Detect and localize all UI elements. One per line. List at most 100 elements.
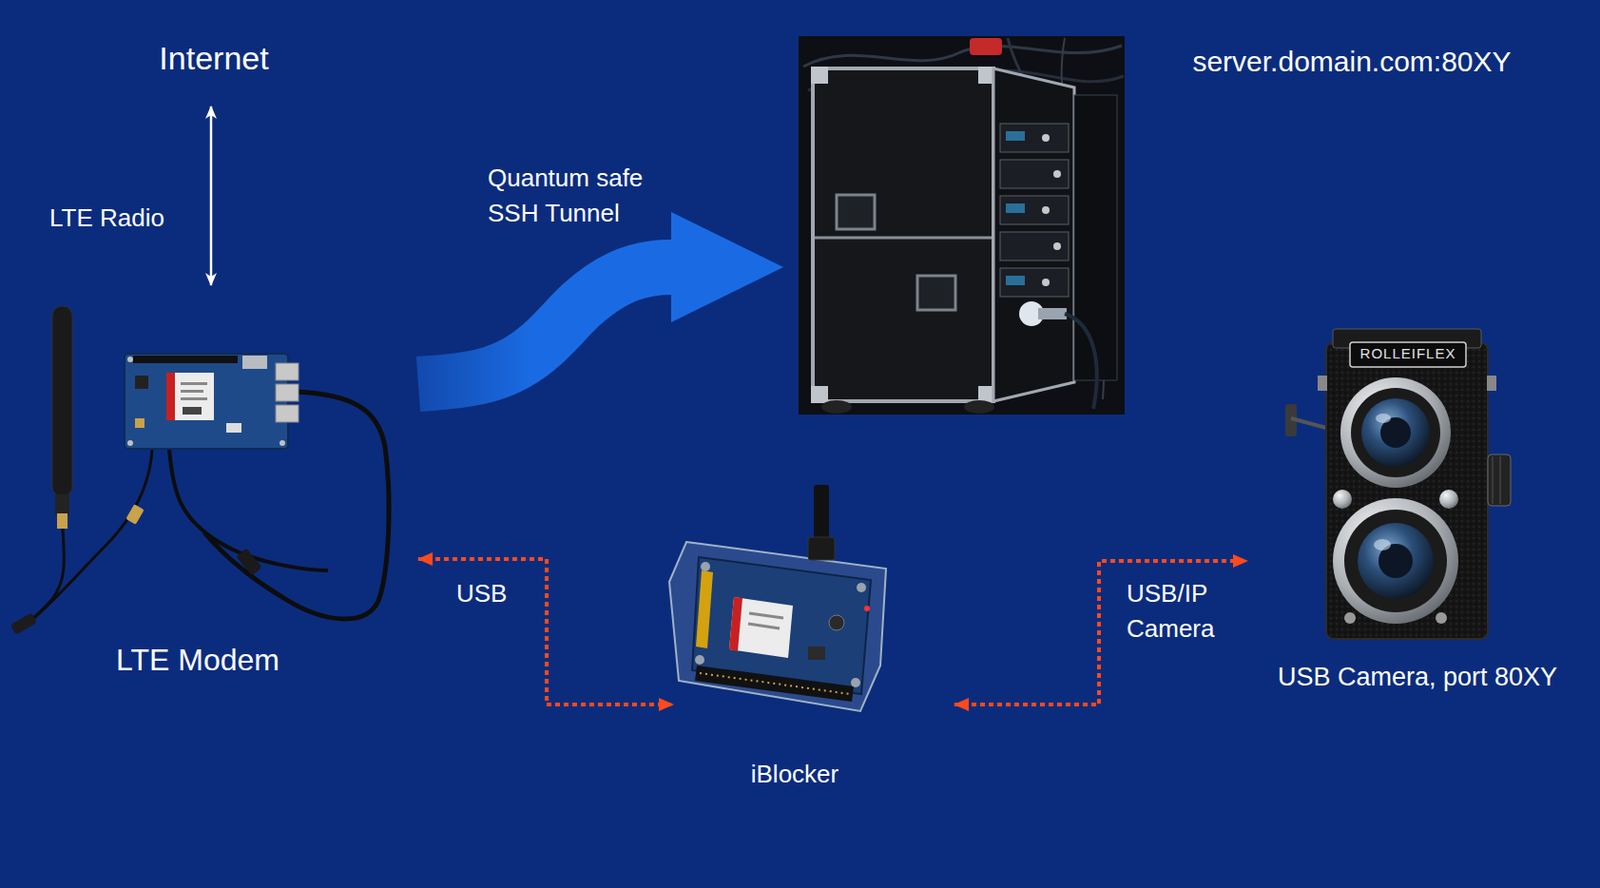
camera-illustration-part bbox=[1486, 375, 1497, 391]
lte-modem-illustration-part bbox=[180, 397, 208, 401]
lte-modem-illustration-part bbox=[204, 391, 389, 619]
iblocker-illustration-part bbox=[695, 570, 714, 649]
camera-illustration-part bbox=[1291, 418, 1327, 428]
lte-modem-illustration-part bbox=[275, 384, 299, 402]
camera-illustration-part bbox=[1344, 509, 1447, 613]
iblocker-illustration-part bbox=[700, 561, 711, 572]
lte-modem-illustration-part bbox=[133, 355, 238, 364]
server-rack-illustration-part bbox=[993, 68, 1075, 402]
lte-modem-illustration bbox=[10, 306, 389, 636]
iblocker-illustration-part bbox=[749, 613, 784, 618]
server-rack-illustration-part bbox=[1005, 203, 1025, 213]
camera-illustration-part bbox=[1332, 489, 1352, 509]
server-rack-illustration-part bbox=[1000, 159, 1069, 189]
camera-illustration-part bbox=[1361, 398, 1430, 467]
iblocker-illustration-part bbox=[729, 597, 793, 658]
camera-illustration-part bbox=[1487, 454, 1511, 506]
lte-modem-illustration-part bbox=[28, 448, 153, 623]
lte-modem-illustration-part bbox=[127, 440, 134, 446]
iblocker-illustration-part bbox=[699, 673, 850, 694]
iblocker-illustration-part bbox=[748, 623, 780, 629]
lte-modem-illustration-part bbox=[134, 418, 145, 428]
camera-illustration-part bbox=[1326, 342, 1488, 639]
server-rack-illustration-part bbox=[798, 36, 1125, 415]
server-rack-illustration-part bbox=[1053, 170, 1061, 178]
server-rack-illustration bbox=[798, 36, 1125, 415]
server-rack-illustration-part bbox=[812, 68, 994, 402]
iblocker-illustration-part bbox=[694, 655, 705, 665]
lte-modem-illustration-part bbox=[180, 382, 208, 386]
server-rack: server.domain.com:80XY bbox=[798, 36, 1125, 415]
iblocker-illustration-part bbox=[850, 677, 861, 688]
camera-illustration-part bbox=[1350, 387, 1441, 478]
lte-modem-illustration-part bbox=[57, 513, 68, 529]
server-rack-illustration-part bbox=[1038, 308, 1067, 320]
radio-link-arrow bbox=[210, 106, 213, 286]
lte-modem-illustration-part bbox=[124, 353, 289, 449]
server-rack-illustration-part bbox=[969, 38, 1003, 56]
edge-group bbox=[211, 106, 1248, 705]
connector-label: Quantum safe SSH Tunnel bbox=[487, 160, 669, 232]
tunnel-arrow bbox=[418, 267, 674, 385]
camera-illustration-part bbox=[1373, 539, 1391, 551]
server-rack-illustration-part bbox=[1064, 313, 1098, 409]
camera-illustration-part bbox=[1357, 522, 1434, 599]
node-label: Internet bbox=[142, 38, 286, 78]
server-rack-illustration-part bbox=[836, 194, 875, 230]
iblocker-illustration-part bbox=[864, 605, 870, 612]
lte-modem-illustration-part bbox=[180, 389, 204, 393]
camera-illustration-part bbox=[1317, 375, 1328, 391]
network-endpoint: Internet bbox=[142, 34, 286, 107]
camera-illustration-part bbox=[1332, 498, 1459, 624]
camera-illustration-part bbox=[1435, 612, 1447, 624]
node-label: USB Camera, port 80XY bbox=[1251, 661, 1584, 693]
camera-illustration-part bbox=[1492, 456, 1494, 504]
server-rack-illustration-part bbox=[821, 400, 852, 414]
server-rack-illustration-part bbox=[963, 400, 995, 414]
camera-illustration bbox=[1285, 328, 1511, 639]
connector-label: USB bbox=[456, 576, 571, 612]
server-rack-illustration-part bbox=[803, 45, 1122, 67]
server-rack-illustration-part bbox=[810, 66, 829, 84]
lte-modem-illustration-part bbox=[125, 503, 144, 525]
iblocker-illustration-part bbox=[813, 484, 829, 542]
iblocker-illustration-part bbox=[856, 582, 867, 593]
lte-modem-illustration-part bbox=[22, 528, 64, 628]
server-rack-illustration-part bbox=[1000, 268, 1069, 297]
lte-modem-illustration-part bbox=[275, 404, 299, 423]
server-rack-illustration-part bbox=[1074, 95, 1118, 381]
server-rack-illustration-part bbox=[1000, 123, 1069, 153]
node-label: server.domain.com:80XY bbox=[1142, 44, 1562, 79]
server-rack-illustration-part bbox=[1005, 275, 1025, 286]
server-rack-illustration-part bbox=[1041, 134, 1050, 142]
server-rack-illustration-part bbox=[1041, 278, 1050, 287]
connector-label: LTE Radio bbox=[49, 200, 259, 236]
lte-modem-illustration-part bbox=[55, 494, 70, 516]
dotted-link-arrow bbox=[418, 559, 674, 705]
lte-modem-illustration-part bbox=[127, 356, 134, 363]
camera-illustration-part bbox=[1340, 377, 1451, 488]
lte-modem-illustration-part bbox=[182, 406, 202, 415]
lte-modem-illustration-part bbox=[275, 363, 299, 381]
lte-modem-illustration-part bbox=[235, 548, 262, 577]
lte-modem-illustration-part bbox=[10, 612, 39, 635]
server-rack-illustration-part bbox=[1000, 231, 1069, 261]
lte-modem-illustration-part bbox=[166, 372, 214, 421]
server-rack-illustration-part bbox=[1005, 131, 1025, 141]
camera-illustration-part bbox=[1439, 489, 1459, 509]
server-rack-illustration-part bbox=[810, 385, 829, 404]
lte-modem-illustration-part bbox=[279, 440, 286, 446]
camera-illustration-part bbox=[1344, 612, 1356, 624]
modem-device: LTE Modem bbox=[15, 285, 419, 685]
iblocker-illustration-part bbox=[729, 597, 743, 652]
camera-illustration-part bbox=[1349, 342, 1466, 367]
iblocker-illustration-part bbox=[694, 665, 854, 702]
lte-modem-illustration-part bbox=[52, 306, 73, 497]
server-rack-illustration-part bbox=[917, 275, 956, 310]
node-label: iBlocker bbox=[699, 759, 890, 790]
lte-modem-illustration-part bbox=[166, 372, 175, 421]
